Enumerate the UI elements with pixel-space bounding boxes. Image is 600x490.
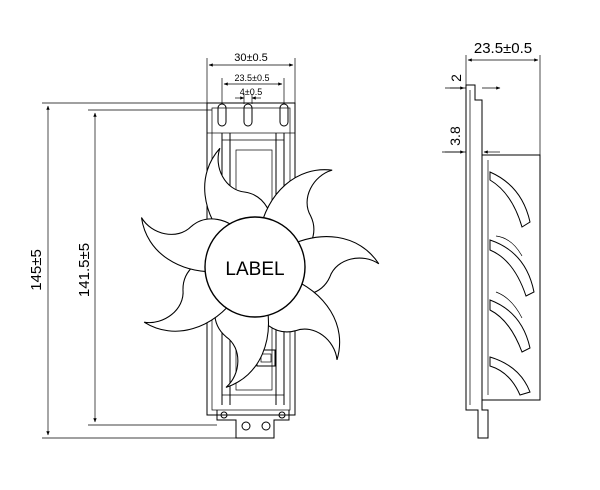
dim-total-depth-label: 23.5±0.5: [474, 40, 532, 57]
top-slot-center: [243, 103, 253, 127]
dim-hole-spacing-label: 23.5±0.5: [235, 73, 270, 83]
side-fan-body: [482, 154, 541, 401]
dim-small-width-label: 4±0.5: [240, 87, 262, 97]
dim-overall-height-label: 145±5: [28, 249, 45, 291]
dim-overall-height: 145±5: [28, 102, 236, 439]
side-plate: [465, 84, 489, 439]
top-slot-right: [279, 103, 289, 127]
dim-top-widths: 30±0.5 23.5±0.5 4±0.5: [206, 52, 296, 104]
hub-label: LABEL: [225, 259, 284, 280]
front-view: LABEL 145±5 141.5±5 30±0.5 23.5±0.5: [28, 52, 380, 439]
dim-offset: 3.8: [442, 126, 500, 154]
side-view: 23.5±0.5 2 3.8: [442, 40, 541, 439]
mounting-frame: [206, 102, 296, 439]
top-slot-left: [217, 103, 227, 127]
bottom-bracket: [216, 410, 290, 439]
dim-frame-height-label: 141.5±5: [76, 243, 93, 297]
dim-plate-thickness: 2: [445, 74, 501, 90]
dim-top-width-label: 30±0.5: [234, 52, 268, 64]
dim-offset-label: 3.8: [447, 126, 463, 146]
dim-frame-height: 141.5±5: [76, 109, 217, 426]
dim-plate-thickness-label: 2: [448, 74, 464, 82]
dim-total-depth: 23.5±0.5: [465, 40, 541, 155]
fan-hub: [204, 216, 306, 318]
